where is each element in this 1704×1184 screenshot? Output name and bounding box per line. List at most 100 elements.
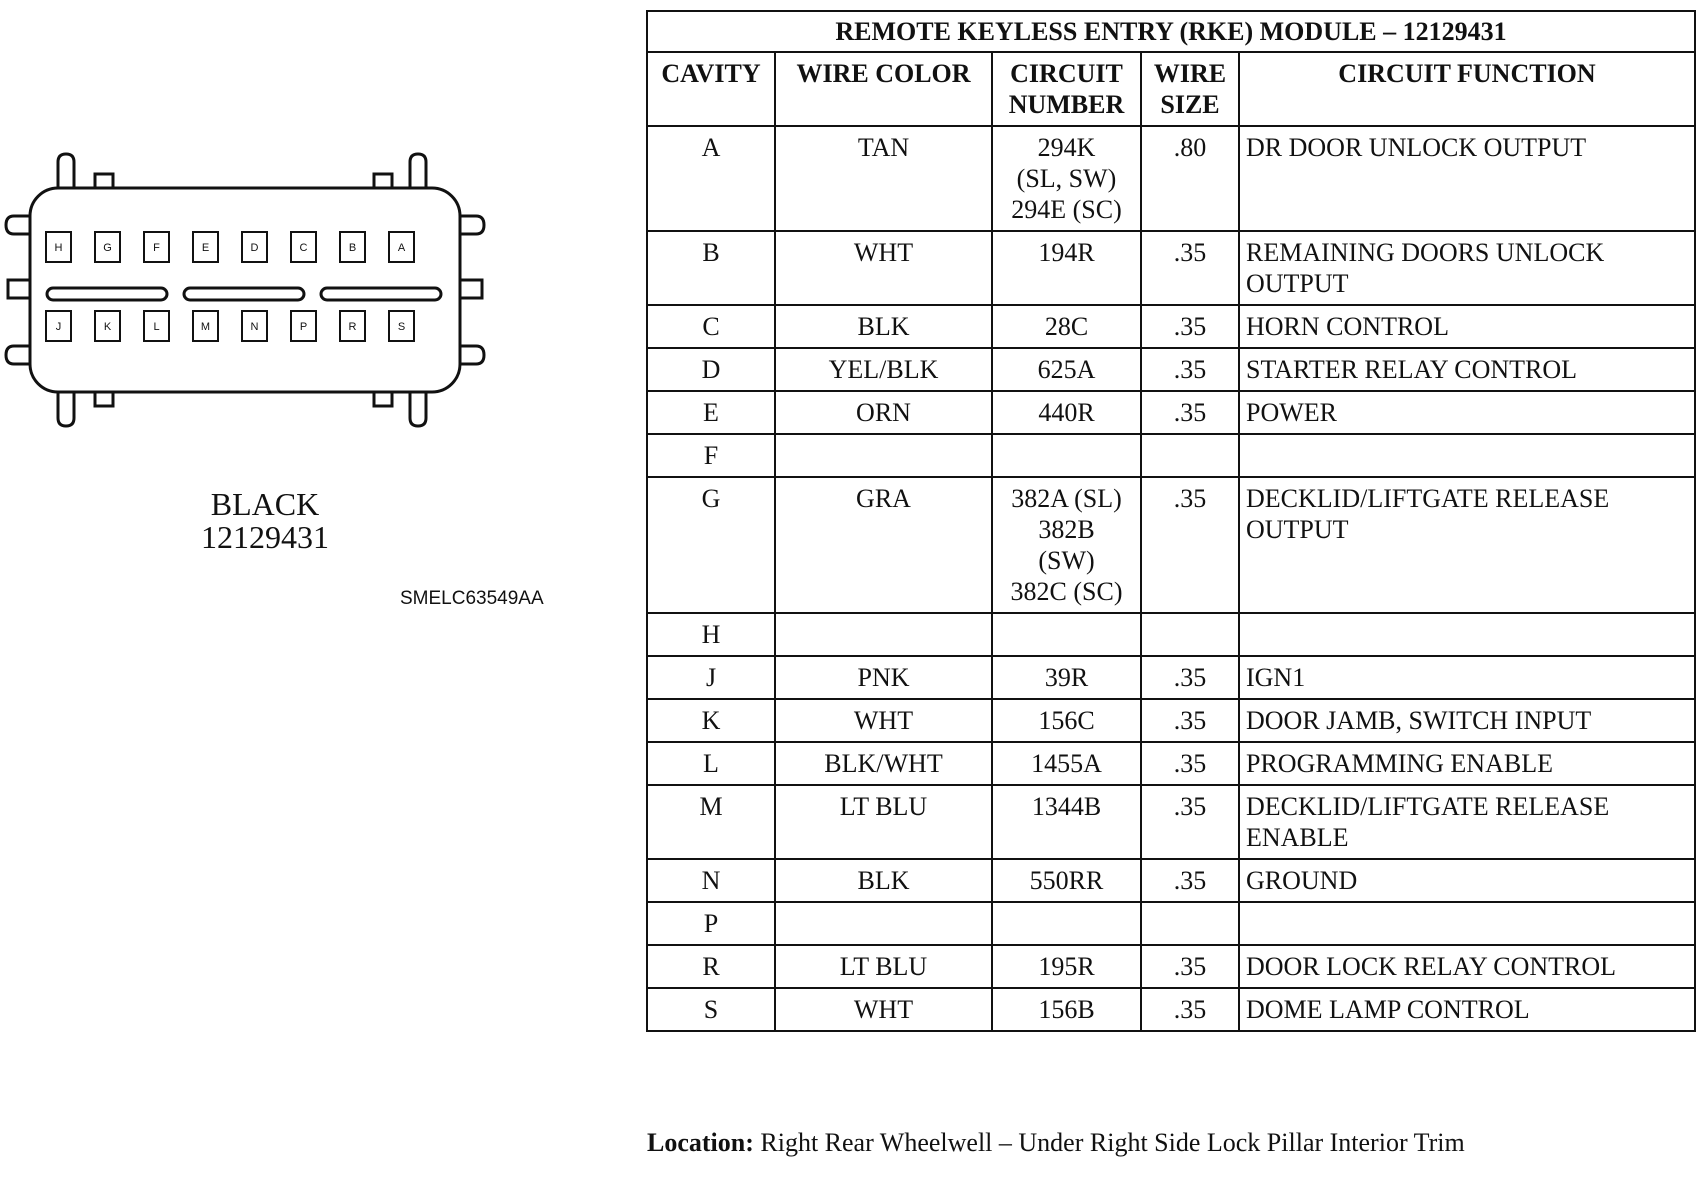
- circuit-number-cell: 294K(SL, SW)294E (SC): [991, 125, 1142, 232]
- circuit-function-cell: STARTER RELAY CONTROL: [1238, 347, 1696, 392]
- circuit-number-cell: 39R: [991, 655, 1142, 700]
- wire-color-cell: [774, 612, 993, 657]
- pin-label: M: [201, 321, 210, 333]
- cavity-cell: A: [646, 125, 776, 232]
- wire-color-cell: WHT: [774, 230, 993, 306]
- top-left-post: [56, 152, 76, 188]
- circuit-function-cell: [1238, 901, 1696, 946]
- wire-color-cell: BLK/WHT: [774, 741, 993, 786]
- wire-size-cell: .35: [1140, 390, 1240, 435]
- pin-label: F: [153, 242, 160, 254]
- header-cavity: CAVITY: [646, 51, 776, 127]
- cavity-cell: L: [646, 741, 776, 786]
- table-title: REMOTE KEYLESS ENTRY (RKE) MODULE – 1212…: [646, 10, 1696, 53]
- cavity-cell: N: [646, 858, 776, 903]
- circuit-function-cell: [1238, 433, 1696, 478]
- pin-label: L: [153, 321, 159, 333]
- circuit-number-cell: [991, 433, 1142, 478]
- cavity-cell: H: [646, 612, 776, 657]
- pinout-table: REMOTE KEYLESS ENTRY (RKE) MODULE – 1212…: [646, 10, 1696, 1032]
- cavity-cell: F: [646, 433, 776, 478]
- circuit-function-cell: GROUND: [1238, 858, 1696, 903]
- pin-cavity: [143, 231, 170, 263]
- pin-label: H: [55, 242, 63, 254]
- cavity-cell: J: [646, 655, 776, 700]
- circuit-number-cell: 382A (SL)382B(SW)382C (SC): [991, 476, 1142, 614]
- wire-size-cell: .35: [1140, 944, 1240, 989]
- circuit-function-cell: DOME LAMP CONTROL: [1238, 987, 1696, 1032]
- circuit-number-cell: 1455A: [991, 741, 1142, 786]
- pin-cavity: [192, 231, 219, 263]
- location-text: Right Rear Wheelwell – Under Right Side …: [760, 1128, 1465, 1157]
- circuit-function-cell: DOOR JAMB, SWITCH INPUT: [1238, 698, 1696, 743]
- circuit-number-cell: 195R: [991, 944, 1142, 989]
- cavity-cell: C: [646, 304, 776, 349]
- pin-cavity: [192, 310, 219, 342]
- wire-size-cell: [1140, 433, 1240, 478]
- pin-cavity: [290, 310, 317, 342]
- pin-label: C: [300, 242, 308, 254]
- wire-color-cell: [774, 433, 993, 478]
- bottom-right-post: [408, 392, 428, 428]
- wire-color-cell: TAN: [774, 125, 993, 232]
- location-note: Location: Right Rear Wheelwell – Under R…: [647, 1128, 1465, 1158]
- wire-size-cell: .35: [1140, 741, 1240, 786]
- pin-label: E: [202, 242, 209, 254]
- circuit-function-cell: DOOR LOCK RELAY CONTROL: [1238, 944, 1696, 989]
- location-label: Location:: [647, 1128, 754, 1157]
- pin-cavity: [339, 231, 366, 263]
- top-right-post: [408, 152, 428, 188]
- circuit-number-cell: 156B: [991, 987, 1142, 1032]
- pin-label: G: [103, 242, 112, 254]
- connector-housing: [28, 186, 462, 394]
- wire-color-cell: ORN: [774, 390, 993, 435]
- circuit-number-cell: 156C: [991, 698, 1142, 743]
- connector-part-number: 12129431: [201, 519, 329, 555]
- circuit-number-cell: [991, 612, 1142, 657]
- key-slot-right: [319, 286, 443, 302]
- circuit-function-cell: IGN1: [1238, 655, 1696, 700]
- pin-cavity: [241, 310, 268, 342]
- cavity-cell: D: [646, 347, 776, 392]
- key-slot-center: [182, 286, 306, 302]
- pin-cavity: [388, 231, 415, 263]
- cavity-cell: P: [646, 901, 776, 946]
- pin-label: D: [251, 242, 259, 254]
- pin-cavity: [241, 231, 268, 263]
- cavity-cell: S: [646, 987, 776, 1032]
- pin-cavity: [45, 310, 72, 342]
- header-circuit-function: CIRCUIT FUNCTION: [1238, 51, 1696, 127]
- wire-color-cell: PNK: [774, 655, 993, 700]
- wire-color-cell: WHT: [774, 987, 993, 1032]
- circuit-number-cell: 625A: [991, 347, 1142, 392]
- wire-color-cell: WHT: [774, 698, 993, 743]
- wire-color-cell: LT BLU: [774, 784, 993, 860]
- pin-cavity: [290, 231, 317, 263]
- wire-size-cell: .35: [1140, 230, 1240, 306]
- circuit-number-cell: 1344B: [991, 784, 1142, 860]
- wire-size-cell: [1140, 901, 1240, 946]
- wire-size-cell: .35: [1140, 858, 1240, 903]
- pin-label: N: [251, 321, 259, 333]
- table-row: F: [646, 433, 1696, 478]
- wire-size-cell: .35: [1140, 347, 1240, 392]
- circuit-number-cell: 28C: [991, 304, 1142, 349]
- circuit-function-cell: DR DOOR UNLOCK OUTPUT: [1238, 125, 1696, 232]
- circuit-function-cell: [1238, 612, 1696, 657]
- wire-color-cell: YEL/BLK: [774, 347, 993, 392]
- circuit-function-cell: POWER: [1238, 390, 1696, 435]
- wire-size-cell: .35: [1140, 987, 1240, 1032]
